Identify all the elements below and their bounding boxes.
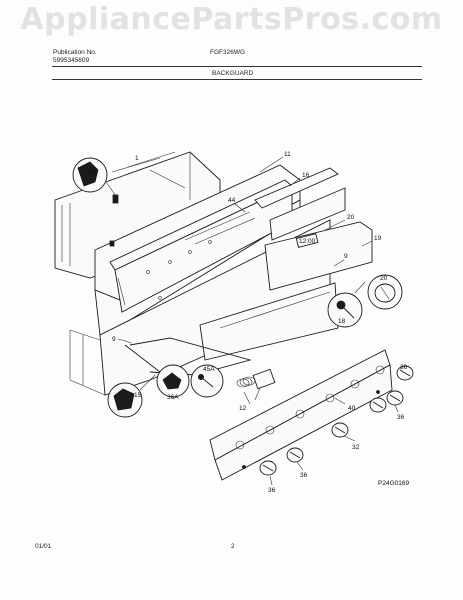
part-label-1: 1 bbox=[135, 155, 139, 162]
callout-45A bbox=[190, 364, 224, 398]
part-label-32: 32 bbox=[352, 444, 360, 451]
callout-15 bbox=[107, 374, 156, 418]
part-label-9-left: 9 bbox=[112, 336, 116, 343]
header-rule-bottom bbox=[52, 79, 422, 80]
publication-label: Publication No. bbox=[53, 49, 97, 56]
leader-lines bbox=[117, 156, 405, 486]
clock-switch bbox=[236, 368, 276, 401]
callout-18 bbox=[327, 281, 366, 328]
callout-24 bbox=[72, 157, 119, 204]
part-label-20-callout: 20 bbox=[380, 275, 388, 282]
part-labels: 1 11 16 20 19 24 44 9 20 18 9 15 36A 45A… bbox=[89, 151, 409, 494]
part-label-36-a: 36 bbox=[400, 364, 408, 371]
part-label-9-right: 9 bbox=[344, 253, 348, 260]
part-label-12: 12 bbox=[239, 405, 247, 412]
watermark-logo: AppliancePartsPros.com bbox=[20, 2, 443, 37]
part-label-36-d: 36 bbox=[268, 487, 276, 494]
part-label-16: 16 bbox=[302, 172, 310, 179]
part-label-24: 24 bbox=[89, 169, 97, 176]
section-title: BACKGUARD bbox=[212, 70, 254, 77]
control-panel-rail bbox=[209, 349, 393, 481]
header-rule-top bbox=[52, 66, 422, 67]
footer-date: 01/01 bbox=[35, 543, 52, 550]
page-number: 2 bbox=[231, 543, 235, 550]
part-label-36A: 36A bbox=[167, 394, 179, 401]
part-label-20-top: 20 bbox=[347, 214, 355, 221]
callout-36A bbox=[156, 364, 190, 398]
part-label-18: 18 bbox=[338, 318, 346, 325]
part-label-15: 15 bbox=[134, 392, 142, 399]
part-label-19: 19 bbox=[374, 235, 382, 242]
part-label-36-b: 36 bbox=[397, 414, 405, 421]
callout-20 bbox=[367, 274, 403, 310]
figure-code: P24G0169 bbox=[378, 480, 409, 487]
publication-number: 5995345609 bbox=[53, 57, 90, 64]
part-label-44: 44 bbox=[228, 197, 236, 204]
clock-display-text: 12:00 bbox=[299, 238, 316, 245]
control-knobs bbox=[259, 365, 414, 476]
part-label-45A: 45A bbox=[203, 366, 215, 373]
part-label-11: 11 bbox=[284, 151, 291, 158]
trim-and-overlay: 12:00 bbox=[199, 167, 373, 361]
model-number: FGF326WG bbox=[210, 49, 246, 56]
part-label-40: 40 bbox=[348, 405, 356, 412]
part-label-36-c: 36 bbox=[300, 472, 308, 479]
